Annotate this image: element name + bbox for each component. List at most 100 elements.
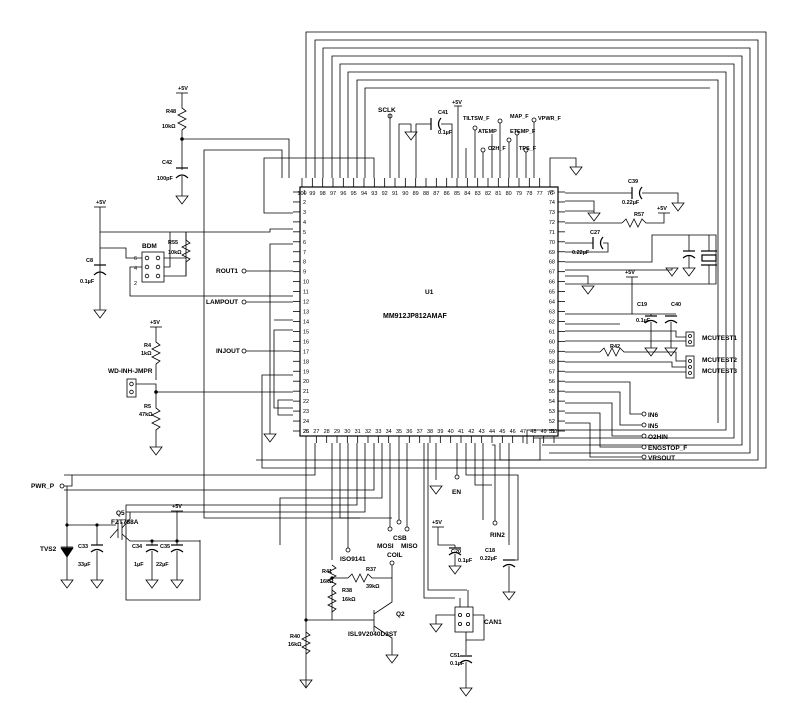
c35-vcc: +5V xyxy=(172,504,182,510)
c18-label: C18 xyxy=(485,548,495,554)
c19-label: C19 xyxy=(637,302,647,308)
pin-number: 89 xyxy=(413,191,419,197)
pin-number: 1 xyxy=(303,190,306,196)
pin-number: 92 xyxy=(382,191,388,197)
bdm-pin-4: 4 xyxy=(134,266,137,272)
pin-number: 85 xyxy=(454,191,460,197)
engstop-label: ENGSTOP_F xyxy=(648,445,687,452)
pin-number: 94 xyxy=(361,191,367,197)
pin-number: 28 xyxy=(324,429,330,435)
c27-value: 0.22µF xyxy=(572,250,590,256)
pin-number: 12 xyxy=(303,300,309,306)
c51-capacitor xyxy=(459,655,473,664)
pin-number: 57 xyxy=(549,369,555,375)
u1-part-number: MM912JP812AMAF xyxy=(383,313,448,320)
pin-number: 39 xyxy=(437,429,443,435)
c8-value: 0.1µF xyxy=(80,279,95,285)
pin-number: 61 xyxy=(549,329,555,335)
pin-number: 67 xyxy=(549,270,555,276)
pin-number: 20 xyxy=(303,379,309,385)
tiltsw-label: TILTSW_F xyxy=(463,116,490,122)
pin-number: 50 xyxy=(551,429,557,435)
q2-label: Q2 xyxy=(396,611,405,618)
c35-label: C35 xyxy=(160,544,170,550)
top-loop-wires xyxy=(256,31,767,469)
r55-label: R55 xyxy=(168,240,178,246)
pin-number: 83 xyxy=(475,191,481,197)
pin-number: 4 xyxy=(303,220,306,226)
pin-number: 52 xyxy=(549,419,555,425)
pin-number: 70 xyxy=(549,240,555,246)
pin-number: 3 xyxy=(303,210,306,216)
pin-number: 54 xyxy=(549,399,555,405)
pin-number: 72 xyxy=(549,220,555,226)
q2-transistor xyxy=(370,578,393,655)
pin-number: 45 xyxy=(499,429,505,435)
lampout-label: LAMPOUT xyxy=(206,299,238,306)
pin-number: 29 xyxy=(334,429,340,435)
c33-value: 33µF xyxy=(78,562,91,568)
c41-label: C41 xyxy=(438,110,448,116)
pin-number: 65 xyxy=(549,290,555,296)
pin-number: 9 xyxy=(303,270,306,276)
pin-number: 10 xyxy=(303,280,309,286)
c41-value: 0.1µF xyxy=(438,130,453,136)
pin-number: 98 xyxy=(320,191,326,197)
pin-number: 38 xyxy=(427,429,433,435)
pin-number: 73 xyxy=(549,210,555,216)
sclk-label: SCLK xyxy=(378,107,396,114)
pin-number: 27 xyxy=(313,429,319,435)
pin-number: 100 xyxy=(297,191,306,197)
pin-number: 59 xyxy=(549,349,555,355)
c18-capacitor xyxy=(502,559,516,568)
pin-number: 74 xyxy=(549,200,555,206)
pin-number: 99 xyxy=(309,191,315,197)
csb-label: CSB xyxy=(393,535,407,542)
c19-vcc: +5V xyxy=(625,270,635,276)
c27-label: C27 xyxy=(590,230,600,236)
pin-number: 60 xyxy=(549,339,555,345)
c34-capacitor xyxy=(145,544,159,553)
wd-inh-jumper[interactable] xyxy=(126,378,137,398)
r4-resistor xyxy=(151,327,161,380)
r37-label: R37 xyxy=(366,567,376,573)
c39-label: C39 xyxy=(628,179,638,185)
mcutest1-jumper[interactable] xyxy=(685,331,695,347)
c41-capacitor xyxy=(430,117,442,131)
r37-value: 39kΩ xyxy=(366,584,380,590)
bdm-label: BDM xyxy=(142,243,157,250)
pin-number: 68 xyxy=(549,260,555,266)
pin-number: 25 xyxy=(303,429,309,435)
r41-value: 16kΩ xyxy=(320,579,334,585)
pin-number: 78 xyxy=(526,191,532,197)
r4-value: 1kΩ xyxy=(141,351,152,357)
pin-number: 81 xyxy=(495,191,501,197)
c34-value: 1µF xyxy=(134,562,144,568)
pin-number: 87 xyxy=(433,191,439,197)
pin-number: 15 xyxy=(303,329,309,335)
q2-part: ISL9V2040D3ST xyxy=(348,631,397,638)
c8-capacitor xyxy=(93,264,107,276)
pin-number: 26 xyxy=(303,429,309,435)
pin-number: 69 xyxy=(549,250,555,256)
pin-number: 55 xyxy=(549,389,555,395)
iso9141-label: ISO9141 xyxy=(340,556,366,563)
miso-label: MISO xyxy=(401,543,418,550)
mcutest2-label: MCUTEST2 xyxy=(702,357,737,364)
r38-value: 16kΩ xyxy=(342,597,356,603)
pin-number: 53 xyxy=(549,409,555,415)
mosi-label: MOSI xyxy=(377,543,394,550)
top-ground-symbols xyxy=(404,131,583,176)
pin-number: 21 xyxy=(303,389,309,395)
in6-label: IN6 xyxy=(648,412,659,419)
c39-capacitor xyxy=(631,186,643,200)
pin-number: 88 xyxy=(423,191,429,197)
u1-pins: 1234567891011121314151617181920212223242… xyxy=(293,178,565,443)
r4-label: R4 xyxy=(144,343,152,349)
c20-vcc: +5V xyxy=(432,520,442,526)
pin-number: 82 xyxy=(485,191,491,197)
c34-label: C34 xyxy=(132,544,143,550)
pin-number: 11 xyxy=(303,290,309,296)
pin-number: 43 xyxy=(479,429,485,435)
r40-value: 16kΩ xyxy=(288,642,302,648)
